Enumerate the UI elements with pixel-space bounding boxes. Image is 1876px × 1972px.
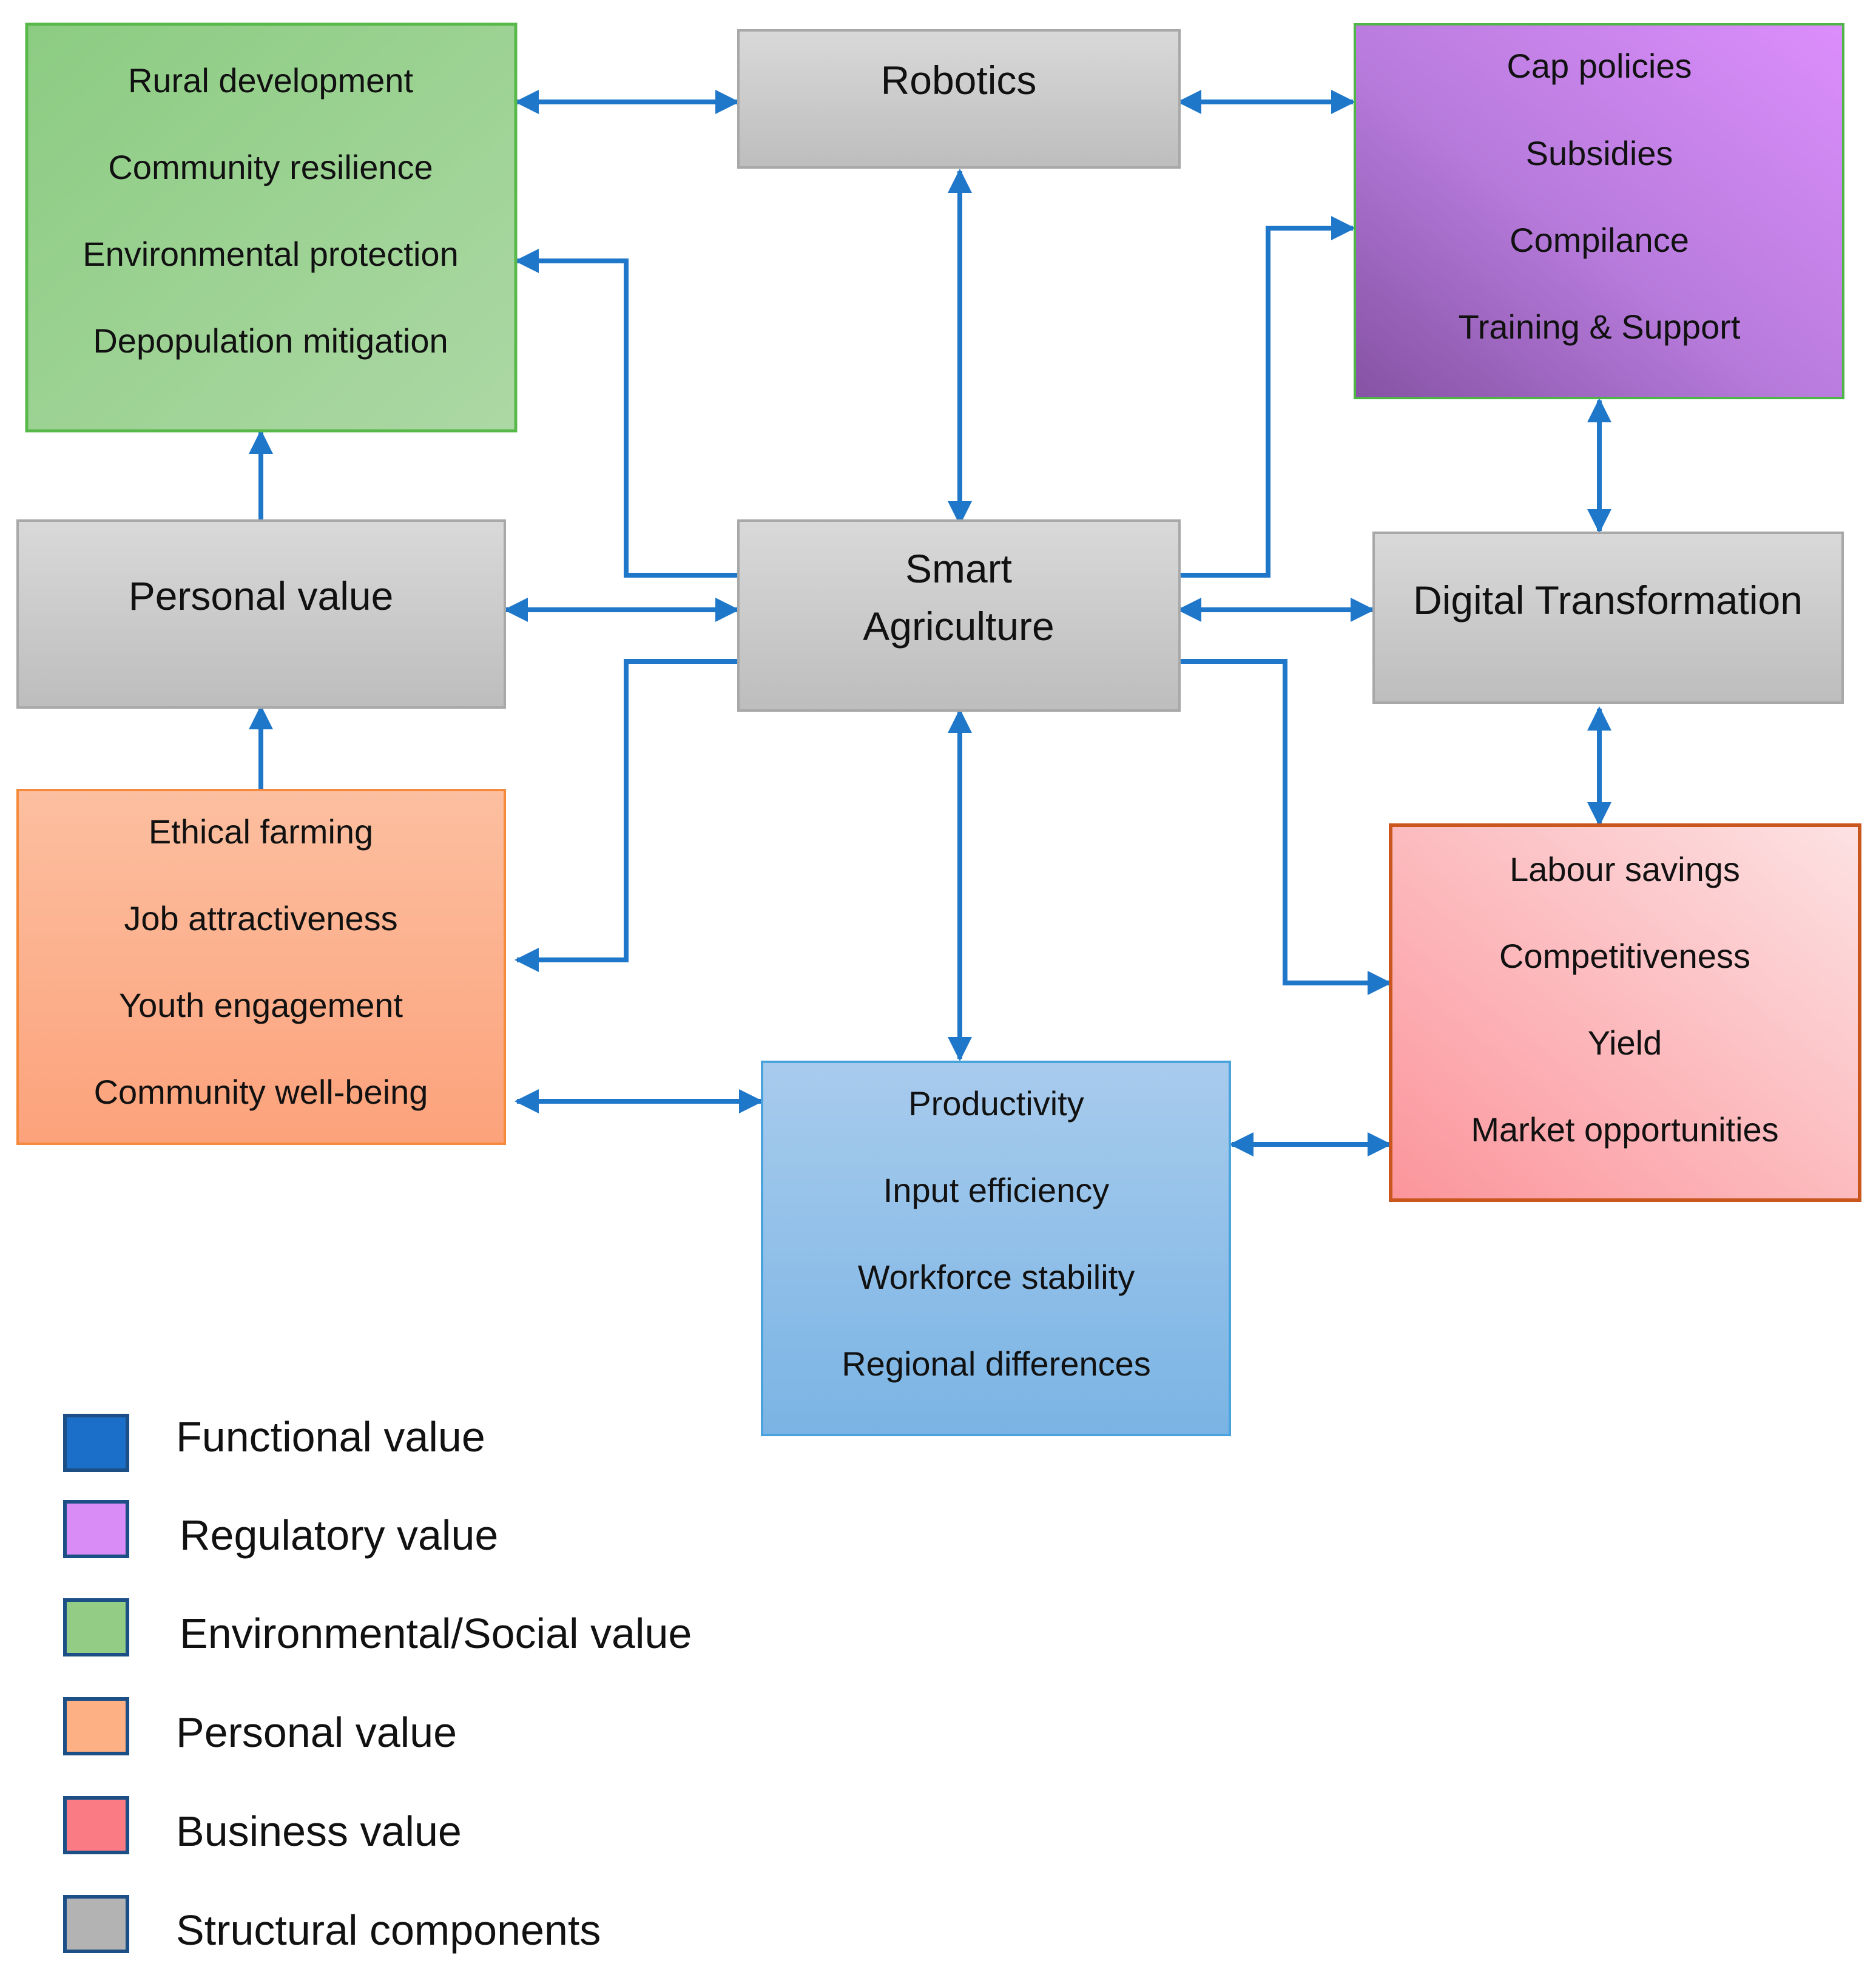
environmental-social-box: Rural development Community resilience E… bbox=[25, 22, 518, 433]
legend-label-regulatory: Regulatory value bbox=[180, 1511, 498, 1559]
legend-label-personal: Personal value bbox=[176, 1709, 457, 1756]
legend-label-structural: Structural components bbox=[176, 1906, 601, 1954]
arrow-smart-personal bbox=[515, 659, 737, 972]
arrow-smart-regulatory bbox=[1179, 216, 1355, 578]
env-item-community-resilience: Community resilience bbox=[108, 148, 433, 186]
func-item-productivity: Productivity bbox=[908, 1084, 1084, 1123]
digital-transformation-node: Digital Transformation bbox=[1372, 532, 1844, 704]
legend-item-functional: Functional value bbox=[63, 1413, 485, 1472]
pers-item-job-attractiveness: Job attractiveness bbox=[124, 899, 397, 937]
reg-item-subsidies: Subsidies bbox=[1526, 134, 1673, 172]
bus-item-competitiveness: Competitiveness bbox=[1499, 937, 1750, 975]
robotics-node: Robotics bbox=[737, 29, 1181, 169]
legend-label-functional: Functional value bbox=[176, 1413, 485, 1460]
personal-value-node: Personal value bbox=[16, 519, 506, 709]
pers-item-community-wellbeing: Community well-being bbox=[94, 1073, 428, 1111]
digital-transformation-label: Digital Transformation bbox=[1413, 578, 1803, 623]
legend-swatch-functional bbox=[63, 1414, 129, 1472]
legend-swatch-personal bbox=[63, 1697, 129, 1755]
arrow-smart-environmental bbox=[515, 249, 737, 578]
env-item-rural-development: Rural development bbox=[128, 61, 413, 100]
bus-item-market-opportunities: Market opportunities bbox=[1471, 1110, 1778, 1149]
legend-swatch-regulatory bbox=[63, 1500, 129, 1558]
reg-item-training-support: Training & Support bbox=[1459, 308, 1741, 346]
robotics-label: Robotics bbox=[881, 58, 1037, 103]
legend-item-personal: Personal value bbox=[63, 1697, 457, 1756]
legend: Functional value Regulatory value Enviro… bbox=[63, 1413, 692, 1954]
smart-agriculture-node: Smart Agriculture bbox=[737, 519, 1181, 712]
regulatory-box: Cap policies Subsidies Compilance Traini… bbox=[1354, 23, 1844, 399]
legend-item-business: Business value bbox=[63, 1796, 462, 1855]
env-item-environmental-protection: Environmental protection bbox=[83, 235, 458, 273]
pers-item-youth-engagement: Youth engagement bbox=[119, 986, 403, 1024]
arrow-smart-business bbox=[1179, 659, 1392, 995]
legend-item-regulatory: Regulatory value bbox=[63, 1500, 498, 1559]
legend-label-business: Business value bbox=[176, 1808, 462, 1855]
functional-box: Productivity Input efficiency Workforce … bbox=[761, 1061, 1231, 1436]
func-item-workforce-stability: Workforce stability bbox=[858, 1258, 1135, 1296]
personal-box: Ethical farming Job attractiveness Youth… bbox=[16, 789, 506, 1145]
legend-item-structural: Structural components bbox=[63, 1895, 601, 1954]
business-box: Labour savings Competitiveness Yield Mar… bbox=[1389, 823, 1861, 1202]
legend-swatch-environmental-social bbox=[63, 1598, 129, 1656]
connectors bbox=[249, 90, 1611, 1157]
func-item-regional-differences: Regional differences bbox=[842, 1345, 1151, 1383]
legend-item-environmental-social: Environmental/Social value bbox=[63, 1598, 692, 1657]
reg-item-compilance: Compilance bbox=[1510, 221, 1689, 259]
func-item-input-efficiency: Input efficiency bbox=[883, 1171, 1110, 1209]
reg-item-cap-policies: Cap policies bbox=[1507, 47, 1692, 85]
bus-item-yield: Yield bbox=[1588, 1024, 1662, 1062]
legend-label-environmental-social: Environmental/Social value bbox=[180, 1610, 692, 1657]
smart-agriculture-label-line2: Agriculture bbox=[863, 604, 1054, 649]
bus-item-labour-savings: Labour savings bbox=[1510, 850, 1740, 888]
pers-item-ethical-farming: Ethical farming bbox=[149, 812, 373, 851]
legend-swatch-structural bbox=[63, 1895, 129, 1953]
legend-swatch-business bbox=[63, 1796, 129, 1854]
env-item-depopulation-mitigation: Depopulation mitigation bbox=[93, 322, 448, 360]
personal-value-label: Personal value bbox=[129, 573, 394, 618]
smart-agriculture-label-line1: Smart bbox=[905, 546, 1012, 591]
